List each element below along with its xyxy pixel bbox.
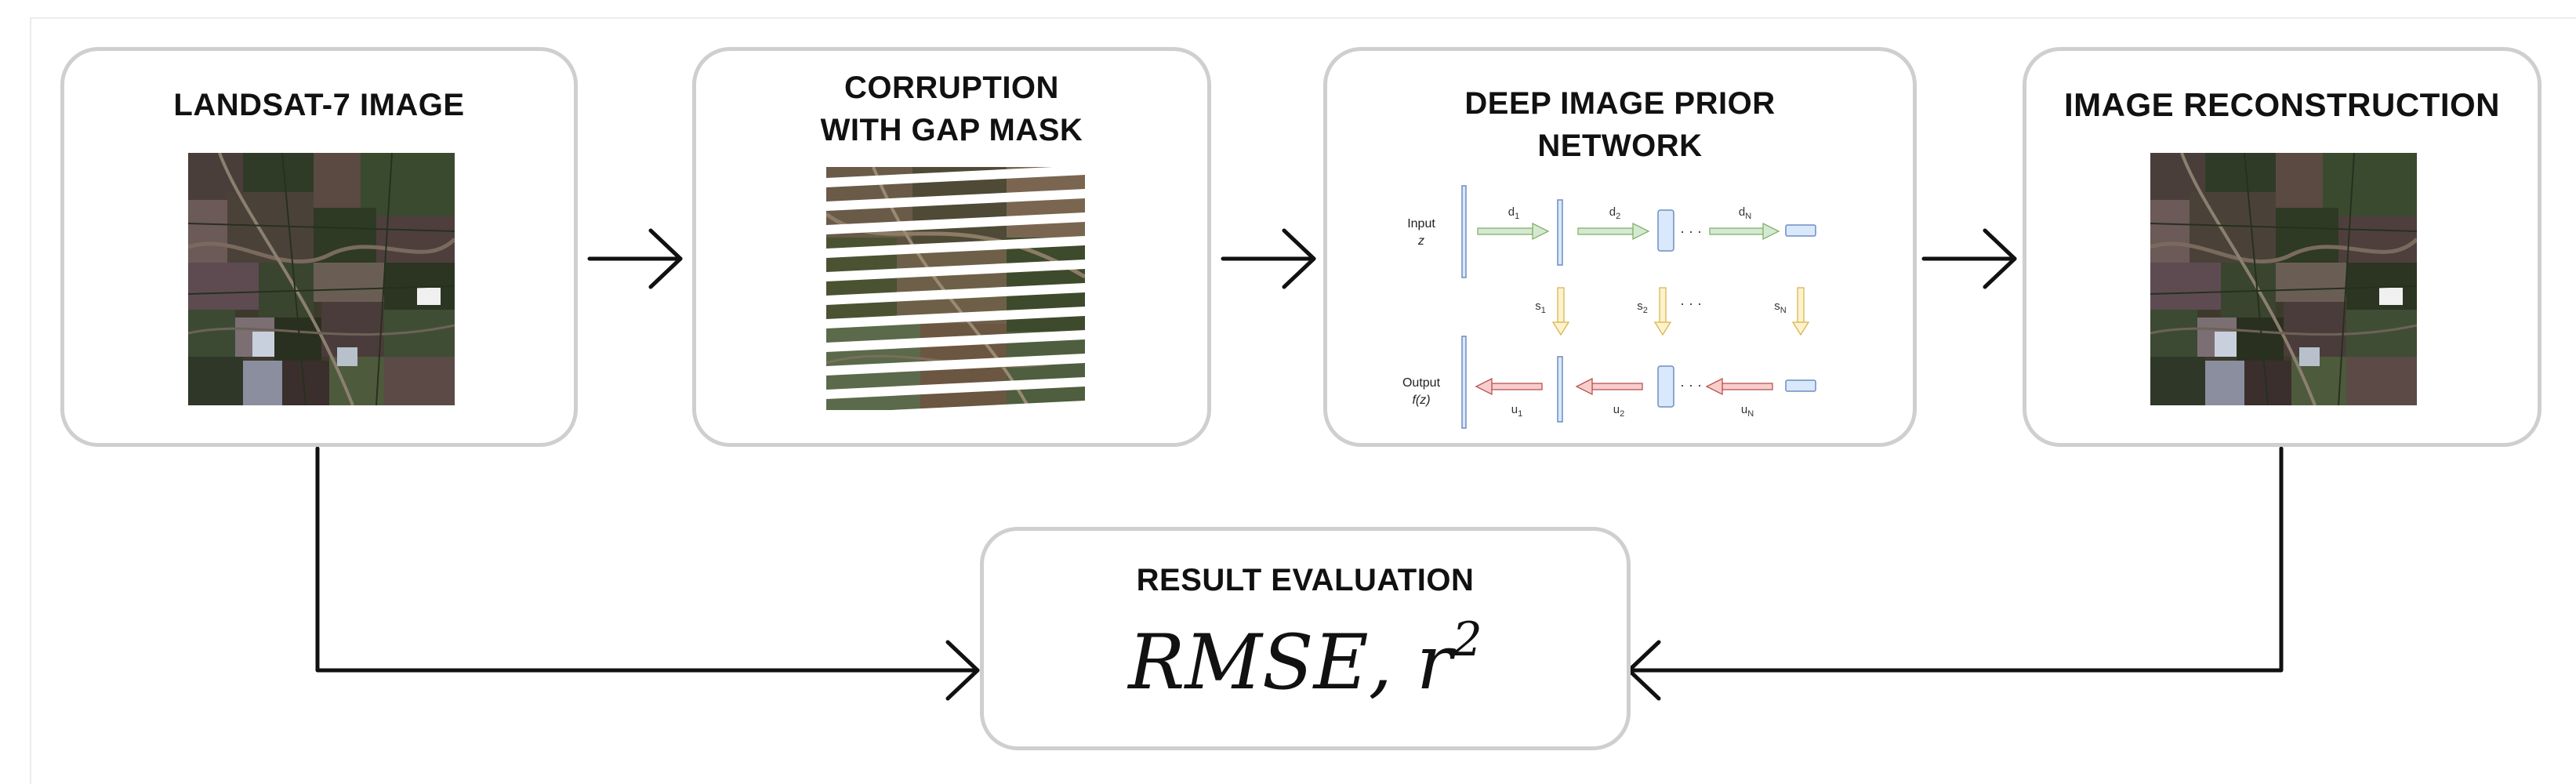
ellipsis-middle: · · ·: [1680, 296, 1702, 311]
output-layer: [1461, 336, 1467, 429]
arrow-reconstruction-to-evaluation: [1627, 446, 2284, 701]
skip-arrow-n: [1791, 287, 1810, 336]
dip-network-title: DEEP IMAGE PRIOR NETWORK: [1327, 82, 1913, 167]
dip-title-line1: DEEP IMAGE PRIOR: [1464, 86, 1776, 121]
output-var: f(z): [1412, 394, 1430, 407]
down-layer-1: [1557, 199, 1563, 266]
skip-label-2: s2: [1637, 299, 1648, 315]
up-layer-2: [1657, 365, 1674, 408]
arrow-3-to-4: [1921, 228, 2017, 289]
ellipsis-top: · · ·: [1680, 223, 1702, 239]
formula-base: RMSE, r: [1128, 619, 1453, 706]
corruption-title-line1: CORRUPTION: [844, 71, 1059, 105]
corruption-title: CORRUPTION WITH GAP MASK: [696, 67, 1207, 151]
evaluation-card: RESULT EVALUATION RMSE, r2: [980, 527, 1631, 750]
input-layer: [1461, 185, 1467, 278]
figure-frame: [30, 17, 2576, 784]
up-label-1: u1: [1511, 403, 1522, 419]
corruption-card: CORRUPTION WITH GAP MASK: [692, 47, 1211, 447]
satellite-image-reconstructed: [2150, 153, 2417, 405]
landsat-image-card: LANDSAT-7 IMAGE: [60, 47, 578, 447]
input-var: z: [1417, 234, 1424, 248]
landsat-image-thumbnail: [188, 153, 455, 405]
reconstruction-image-thumbnail: [2150, 153, 2417, 405]
down-arrow-2: [1577, 222, 1650, 241]
reconstruction-title: IMAGE RECONSTRUCTION: [2064, 86, 2500, 123]
corrupted-image-thumbnail: [826, 167, 1085, 410]
up-arrow-2: [1575, 377, 1643, 396]
up-layer-1: [1557, 356, 1563, 423]
evaluation-formula: RMSE, r2: [984, 612, 1627, 706]
corruption-title-line2: WITH GAP MASK: [820, 113, 1083, 147]
ellipsis-bottom: · · ·: [1680, 377, 1702, 393]
dip-network-card: DEEP IMAGE PRIOR NETWORK Input z Output …: [1323, 47, 1917, 447]
arrow-2-to-3: [1221, 228, 1316, 289]
down-label-1: d1: [1508, 205, 1519, 221]
up-label-n: uN: [1741, 403, 1754, 419]
skip-arrow-2: [1653, 287, 1672, 336]
gap-stripes: [826, 167, 1085, 410]
down-layer-n: [1785, 224, 1816, 237]
up-arrow-1: [1475, 377, 1543, 396]
evaluation-title: RESULT EVALUATION: [1136, 563, 1475, 597]
satellite-image-1: [188, 153, 455, 405]
formula-exponent: 2: [1452, 612, 1482, 667]
skip-arrow-1: [1551, 287, 1570, 336]
dip-title-line2: NETWORK: [1537, 129, 1703, 163]
up-layer-n: [1785, 379, 1816, 392]
down-label-2: d2: [1609, 205, 1620, 221]
down-arrow-n: [1709, 222, 1780, 241]
skip-label-1: s1: [1535, 299, 1546, 315]
up-arrow-n: [1705, 377, 1773, 396]
skip-label-n: sN: [1774, 299, 1787, 315]
landsat-image-title: LANDSAT-7 IMAGE: [173, 88, 465, 122]
output-label: Output: [1402, 376, 1441, 390]
down-label-n: dN: [1739, 205, 1751, 221]
reconstruction-card: IMAGE RECONSTRUCTION: [2023, 47, 2542, 447]
input-label: Input: [1407, 217, 1435, 230]
arrow-1-to-2: [587, 228, 683, 289]
dip-network-diagram: Input z Output f(z) d1 d2 dN · · ·: [1402, 185, 1816, 429]
arrow-landsat-to-evaluation: [315, 446, 980, 701]
satellite-image-gapped: [826, 167, 1085, 410]
down-arrow-1: [1477, 222, 1550, 241]
down-layer-2: [1657, 209, 1674, 252]
up-label-2: u2: [1613, 403, 1624, 419]
